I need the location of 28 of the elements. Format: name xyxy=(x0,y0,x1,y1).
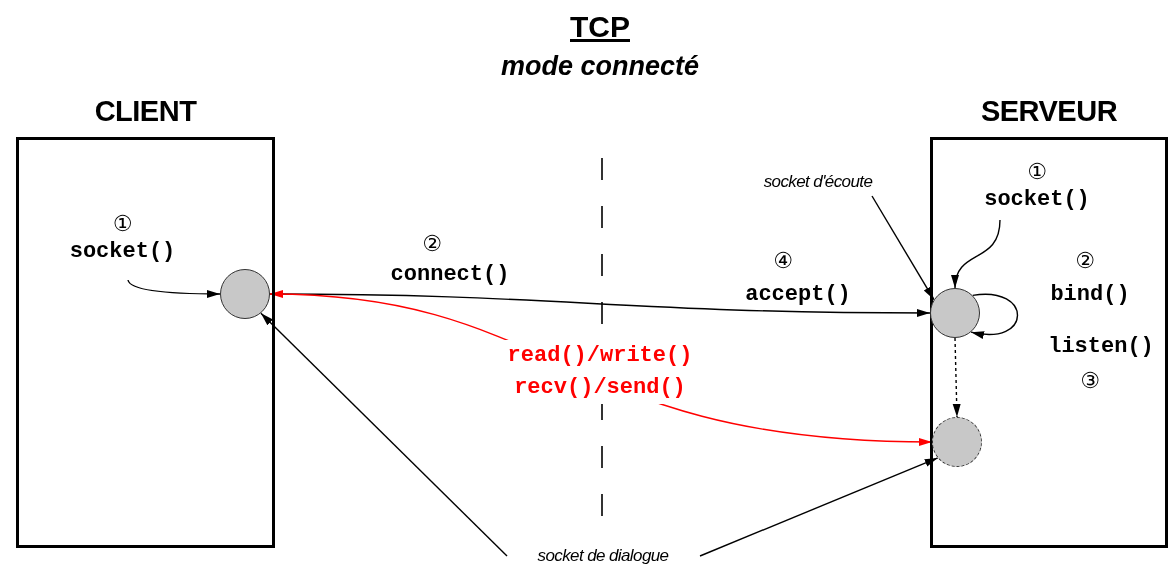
arrow xyxy=(952,337,961,418)
function-call: socket() xyxy=(983,186,1091,214)
step-number: ② xyxy=(1074,247,1096,275)
panel-heading: SERVEUR xyxy=(979,95,1119,128)
function-call: connect() xyxy=(389,261,511,289)
title: TCP xyxy=(569,10,631,44)
panel-heading: CLIENT xyxy=(93,95,198,128)
leader-line xyxy=(871,195,935,301)
function-call: listen() xyxy=(1047,333,1155,361)
leader-note: socket de dialogue xyxy=(512,546,694,572)
arrow xyxy=(127,279,221,298)
function-call: socket() xyxy=(68,238,177,266)
step-number: ① xyxy=(1026,158,1048,186)
leader-line xyxy=(699,457,939,557)
subtitle: mode connecté xyxy=(499,52,700,80)
socket-circle xyxy=(220,269,270,319)
step-number: ③ xyxy=(1079,367,1101,395)
arrow xyxy=(970,293,1019,339)
leader-line xyxy=(260,312,508,557)
leader-note: socket d'écoute xyxy=(742,172,894,196)
step-number: ① xyxy=(111,210,134,238)
function-call: bind() xyxy=(1049,281,1131,309)
arrow xyxy=(952,219,1001,289)
socket-circle xyxy=(930,288,980,338)
socket-circle xyxy=(932,417,982,467)
step-number: ② xyxy=(421,230,443,258)
function-call: accept() xyxy=(744,281,852,309)
step-number: ④ xyxy=(772,247,794,275)
